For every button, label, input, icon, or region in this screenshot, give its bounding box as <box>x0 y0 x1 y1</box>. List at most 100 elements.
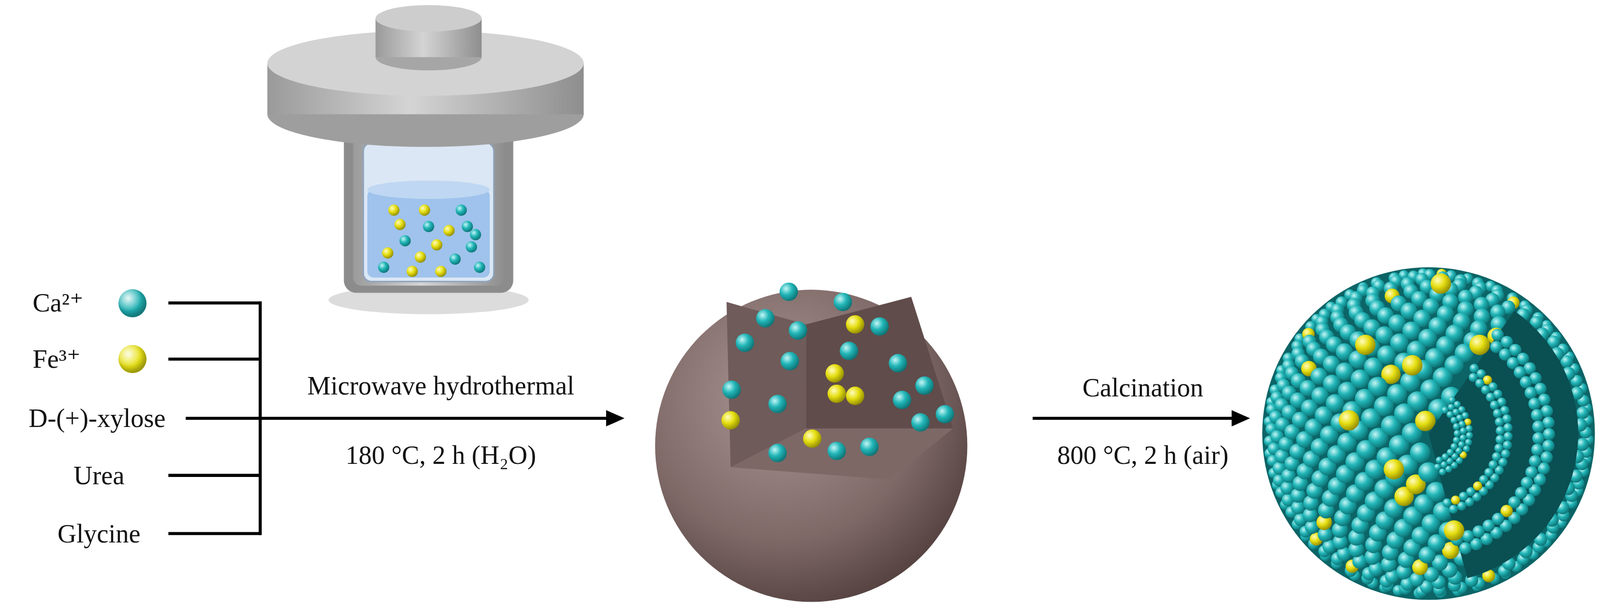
ion-ball <box>756 309 775 328</box>
ion-ball <box>721 411 741 430</box>
ion-ball <box>892 390 912 410</box>
ion-ball <box>1338 410 1360 431</box>
ion-ball <box>1368 376 1388 396</box>
ion-ball <box>1459 434 1467 442</box>
shell-cutaway <box>1428 311 1579 579</box>
ion-ball <box>1452 423 1461 431</box>
ion-ball <box>1528 397 1541 411</box>
ion-ball <box>803 429 822 448</box>
ion-ball <box>1383 459 1404 480</box>
ion-ball <box>1491 452 1502 462</box>
ion-ball <box>455 204 467 216</box>
ion-ball <box>1469 334 1490 356</box>
ion-ball <box>1542 439 1555 452</box>
ion-ball <box>1489 400 1500 410</box>
ion-ball <box>779 282 798 301</box>
precursor-sphere <box>655 282 968 602</box>
ion-ball <box>735 333 755 353</box>
ion-ball <box>423 220 435 232</box>
ion-ball <box>935 405 955 424</box>
ion-ball <box>845 315 865 334</box>
ion-ball <box>1519 376 1533 389</box>
ion-ball <box>1450 416 1458 425</box>
ion-ball <box>414 251 427 263</box>
ion-ball <box>768 444 787 463</box>
ion-ball <box>1472 525 1485 538</box>
ion-ball <box>1354 334 1376 356</box>
ion-ball <box>1532 432 1545 445</box>
ion-ball <box>888 354 908 373</box>
ion-ball <box>827 384 846 404</box>
ion-ball <box>1542 428 1555 441</box>
ion-ball <box>1485 392 1496 402</box>
ion-ball <box>430 239 443 251</box>
ion-ball <box>1494 417 1504 427</box>
ion-ball <box>827 441 846 461</box>
ion-ball <box>1524 386 1537 399</box>
ion-ball <box>1458 491 1469 501</box>
ion-ball <box>870 317 890 336</box>
ion-ball <box>768 395 787 414</box>
hollow-multishell-sphere <box>1262 267 1595 600</box>
ion-ball <box>1443 520 1465 541</box>
ion-ball <box>435 265 447 278</box>
ion-ball <box>1503 431 1513 442</box>
ion-ball <box>1502 440 1513 450</box>
ion-ball <box>1363 357 1383 377</box>
step-label: Calcination <box>1082 372 1204 403</box>
ion-ball <box>443 225 455 237</box>
ion-ball <box>1465 431 1473 440</box>
ion-ball <box>840 341 859 361</box>
ion-ball <box>1531 409 1544 422</box>
ion-ball <box>474 261 486 273</box>
ion-ball <box>780 351 800 371</box>
reagent-label: D-(+)-xylose <box>28 403 166 434</box>
ion-ball <box>1528 455 1541 468</box>
ion-ball <box>1290 500 1305 515</box>
ion-ball <box>1402 355 1423 376</box>
ion-ball <box>1430 273 1452 294</box>
ion-ball <box>461 220 473 232</box>
ion-ball <box>1494 443 1504 453</box>
ion-ball <box>1576 406 1589 420</box>
ion-ball <box>833 292 853 312</box>
ion-ball <box>1452 436 1461 445</box>
sphere-base <box>1262 267 1595 600</box>
reagent-bracket <box>168 301 262 535</box>
ion-ball <box>1442 498 1452 508</box>
ion-ball <box>1495 434 1505 445</box>
ion-ball <box>1453 429 1461 438</box>
condition-label: 180 °C, 2 h (H₂O) <box>345 440 537 471</box>
ion-ball <box>388 204 400 216</box>
legend-swatch <box>118 345 147 374</box>
ion-ball <box>449 253 461 265</box>
ion-ball <box>381 247 394 259</box>
legend-swatch <box>118 289 147 318</box>
ion-ball <box>465 241 478 253</box>
ion-ball <box>788 321 808 340</box>
ion-ball <box>399 235 411 247</box>
step-label: Microwave hydrothermal <box>307 370 575 401</box>
ion-ball <box>860 437 879 457</box>
ion-ball <box>394 218 406 231</box>
reagent-label: Glycine <box>57 518 141 549</box>
ion-ball <box>1525 466 1538 479</box>
ion-ball <box>722 380 742 399</box>
ion-ball <box>1531 443 1544 456</box>
ion-ball <box>1451 495 1461 505</box>
ion-ball <box>1495 426 1505 436</box>
ion-ball <box>406 265 418 278</box>
ion-ball <box>1394 403 1415 424</box>
ion-ball <box>469 229 481 241</box>
ion-ball <box>825 364 844 383</box>
ion-ball <box>1409 442 1431 463</box>
ion-ball <box>1492 408 1502 418</box>
condition-label: 800 °C, 2 h (air) <box>1057 440 1229 471</box>
ion-ball <box>911 413 930 432</box>
ion-ball <box>378 261 390 273</box>
ion-ball <box>418 204 430 216</box>
legend-text: Ca²⁺ <box>32 287 84 318</box>
ion-ball <box>915 376 934 396</box>
ion-ball <box>1532 420 1545 433</box>
